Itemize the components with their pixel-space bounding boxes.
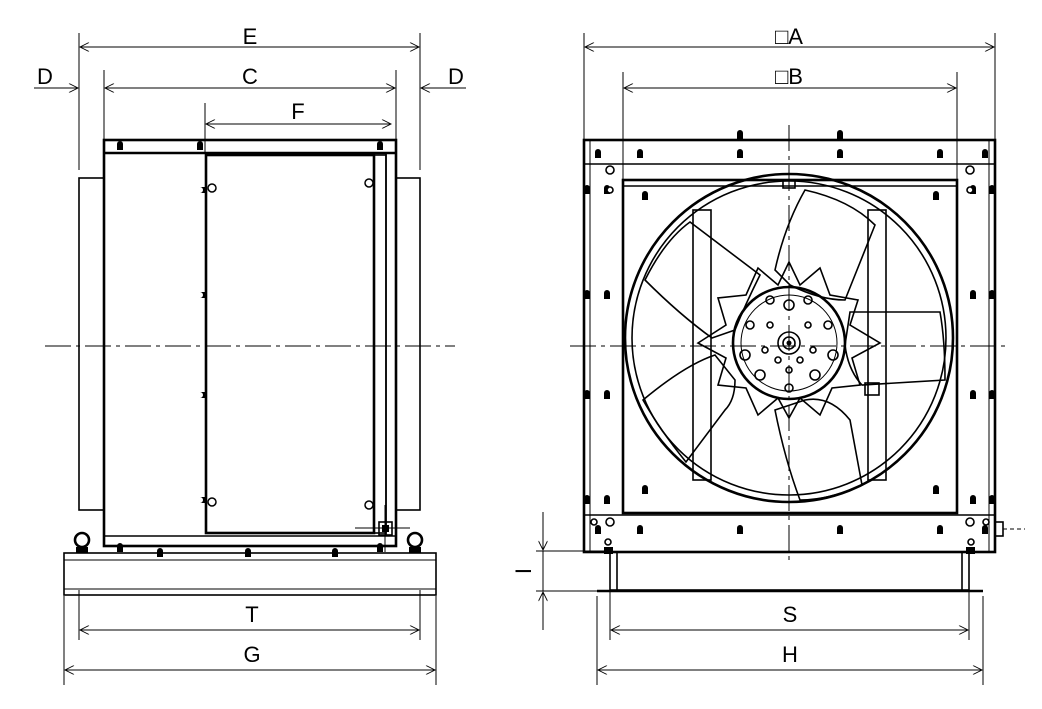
dim-label-C: C bbox=[242, 64, 258, 89]
front-corner-bolts bbox=[590, 165, 990, 527]
dim-label-G: G bbox=[243, 642, 260, 667]
side-housing bbox=[102, 138, 398, 548]
dim-label-B: □B bbox=[775, 64, 803, 89]
front-view: □A □B S H I bbox=[511, 24, 1025, 685]
side-base bbox=[63, 552, 437, 596]
dim-label-H: H bbox=[782, 642, 798, 667]
side-extension-lines bbox=[63, 33, 437, 685]
side-lifting-eyes bbox=[73, 531, 424, 553]
dim-label-S: S bbox=[783, 602, 798, 627]
fan-blade-lower-left bbox=[641, 354, 736, 464]
front-base bbox=[597, 538, 983, 593]
dim-label-F: F bbox=[291, 99, 304, 124]
motor-junction-box bbox=[864, 382, 880, 396]
side-right-collar bbox=[395, 177, 421, 511]
dim-label-A: □A bbox=[775, 24, 803, 49]
dim-label-T: T bbox=[245, 602, 258, 627]
front-cable-gland bbox=[994, 521, 1025, 537]
dim-I: I bbox=[511, 512, 606, 630]
fan-blade-bottom bbox=[774, 398, 863, 501]
side-view: E C D D F T G bbox=[34, 24, 466, 685]
dim-label-I: I bbox=[511, 568, 536, 574]
dim-label-E: E bbox=[243, 24, 258, 49]
dim-label-D-left: D bbox=[37, 64, 53, 89]
fan-blade-top bbox=[774, 189, 876, 301]
side-left-collar bbox=[78, 177, 105, 511]
motor-support bbox=[692, 179, 887, 481]
side-panel-screws bbox=[117, 141, 383, 557]
side-dimension-lines bbox=[34, 47, 466, 670]
dim-label-D-right: D bbox=[448, 64, 464, 89]
side-access-panel bbox=[204, 153, 376, 535]
side-cable-gland bbox=[355, 505, 410, 552]
fan-blade-upper-left bbox=[644, 221, 762, 339]
fan-blade-right bbox=[844, 311, 946, 386]
